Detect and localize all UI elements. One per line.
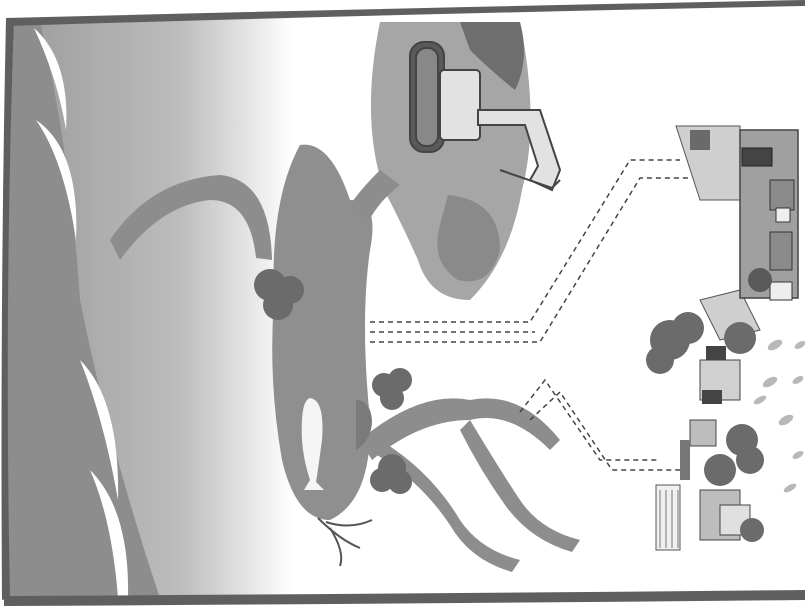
solar-panel-icon — [742, 148, 772, 166]
